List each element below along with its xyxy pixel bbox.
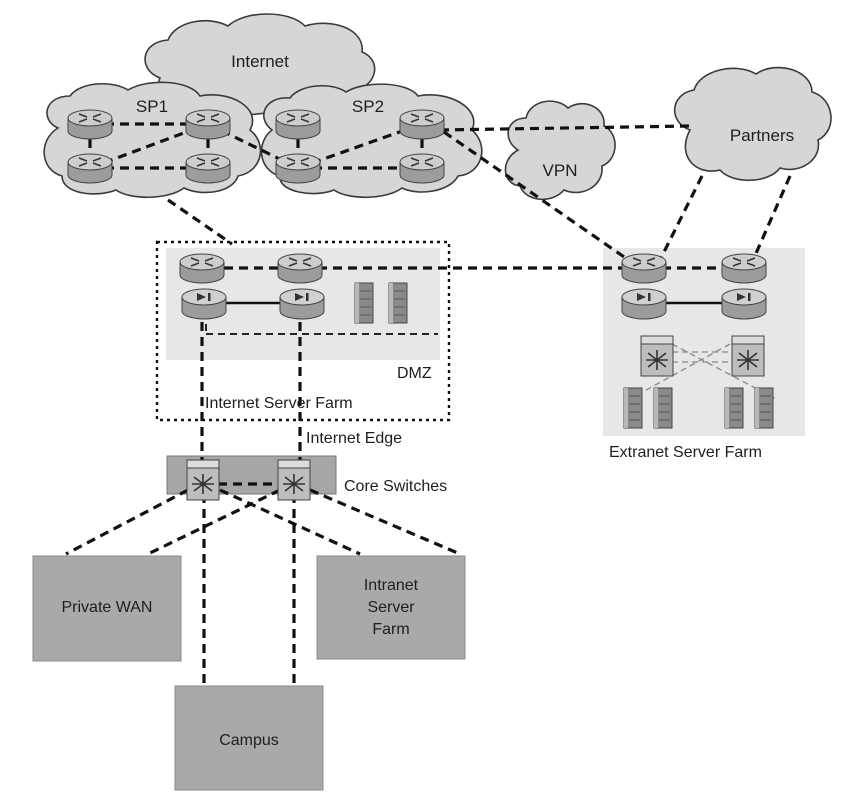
link-core1-intranet bbox=[219, 488, 361, 556]
campus-label: Campus bbox=[219, 732, 279, 749]
internet-edge-label: Internet Edge bbox=[306, 430, 402, 447]
router-icon bbox=[179, 253, 225, 284]
sp2-label: SP2 bbox=[352, 97, 384, 116]
server-icon bbox=[653, 387, 673, 429]
vpn-cloud: VPN bbox=[504, 100, 616, 201]
multilayer-switch-icon bbox=[186, 459, 220, 501]
router-icon bbox=[275, 109, 321, 140]
router-icon bbox=[185, 109, 231, 140]
private-wan-node: Private WAN bbox=[32, 555, 182, 662]
intranet-server-farm-node: Intranet Server Farm bbox=[316, 555, 466, 660]
internet-server-farm-label: Internet Server Farm bbox=[205, 395, 353, 412]
router-icon bbox=[621, 253, 667, 284]
router-icon bbox=[67, 109, 113, 140]
campus-node: Campus bbox=[174, 685, 324, 791]
core-switches-label: Core Switches bbox=[344, 478, 447, 495]
intranet-label-line2: Server bbox=[367, 599, 415, 616]
multilayer-switch-icon bbox=[731, 335, 765, 377]
firewall-icon bbox=[181, 288, 227, 320]
link-sp2-partners bbox=[439, 124, 691, 132]
vpn-label: VPN bbox=[543, 161, 578, 180]
link-sp1-dmz bbox=[167, 198, 233, 246]
intranet-label-line1: Intranet bbox=[364, 577, 419, 594]
extranet-server-farm-label: Extranet Server Farm bbox=[609, 444, 762, 461]
link-core1-privatewan bbox=[65, 488, 189, 556]
intranet-label-line3: Farm bbox=[372, 621, 409, 638]
server-icon bbox=[623, 387, 643, 429]
server-icon bbox=[354, 282, 374, 324]
router-icon bbox=[275, 153, 321, 184]
server-icon bbox=[388, 282, 408, 324]
firewall-icon bbox=[279, 288, 325, 320]
dmz-label: DMZ bbox=[397, 365, 432, 382]
router-icon bbox=[399, 153, 445, 184]
partners-label: Partners bbox=[730, 126, 794, 145]
router-icon bbox=[721, 253, 767, 284]
firewall-icon bbox=[621, 288, 667, 320]
link-partners-extranet-left bbox=[658, 175, 704, 261]
internet-edge-border bbox=[155, 240, 451, 422]
partners-cloud: Partners bbox=[673, 66, 832, 181]
internet-label: Internet bbox=[231, 52, 289, 71]
multilayer-switch-icon bbox=[640, 335, 674, 377]
sp1-label: SP1 bbox=[136, 97, 168, 116]
router-icon bbox=[67, 153, 113, 184]
link-sp2-extranet bbox=[443, 130, 641, 270]
multilayer-switch-icon bbox=[277, 459, 311, 501]
link-core2-privatewan bbox=[147, 488, 281, 556]
server-icon bbox=[724, 387, 744, 429]
firewall-icon bbox=[721, 288, 767, 320]
router-icon bbox=[277, 253, 323, 284]
link-core2-intranet bbox=[309, 488, 461, 556]
link-partners-extranet-right bbox=[752, 175, 792, 259]
router-icon bbox=[185, 153, 231, 184]
router-icon bbox=[399, 109, 445, 140]
private-wan-label: Private WAN bbox=[62, 599, 153, 616]
server-icon bbox=[754, 387, 774, 429]
